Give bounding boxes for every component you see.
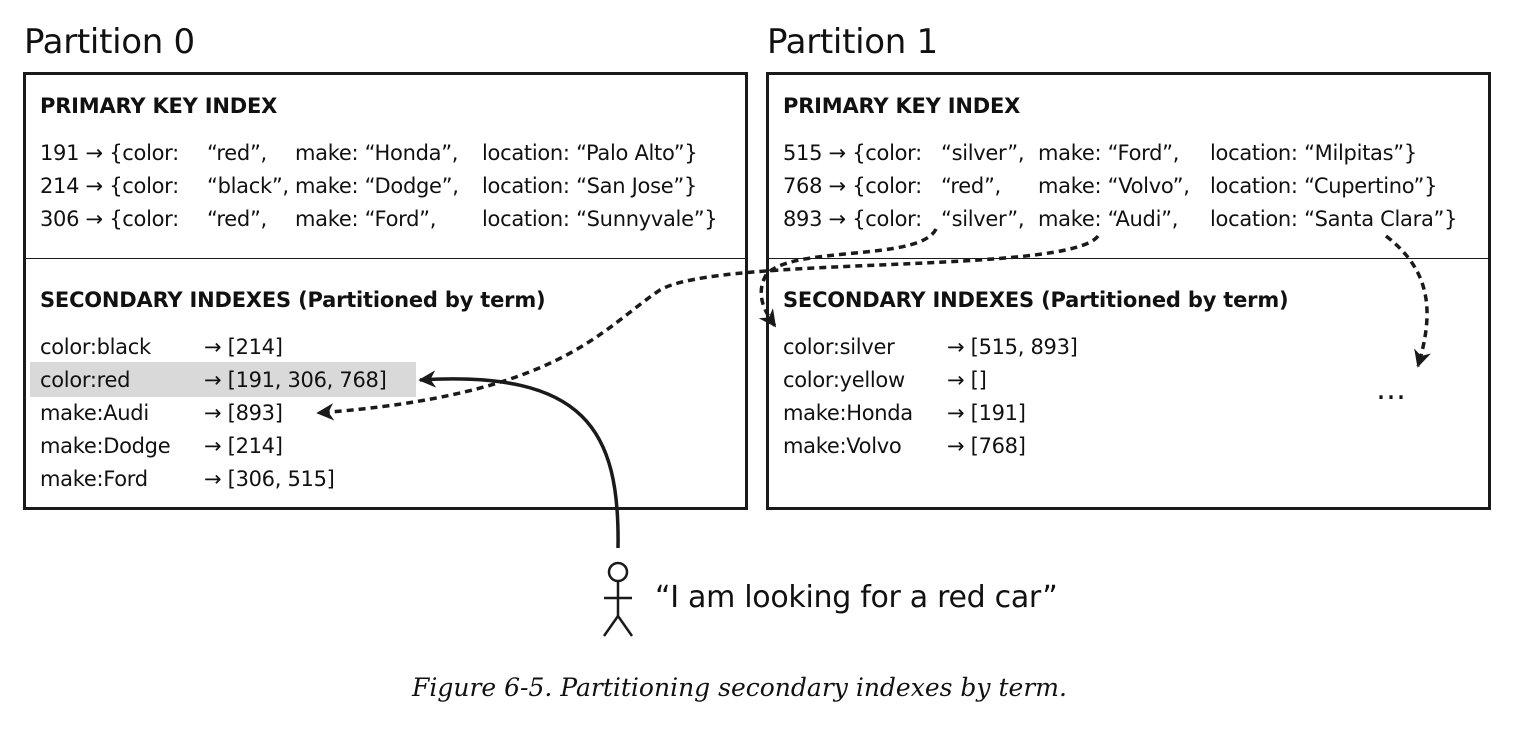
record-make: make: “Audi”, [1038,207,1179,231]
record-color: “red”, [207,207,267,231]
record-color: “red”, [941,174,1001,198]
index-term: make:Audi [40,401,149,425]
record-color: “black”, [207,174,289,198]
partition-1-title: Partition 1 [767,22,938,62]
record-key: 191 → {color: [40,141,179,165]
dashed-arrow-color-silver [758,228,938,328]
record-key: 515 → {color: [783,141,922,165]
record-make: make: “Dodge”, [295,174,459,198]
record-make: make: “Ford”, [295,207,437,231]
dashed-arrow-location [1384,234,1431,368]
partition-1-box [766,72,1491,510]
index-postings: → [515, 893] [947,335,1078,359]
highlight-color-red [30,362,416,397]
index-term: make:Volvo [783,434,902,458]
record-key: 214 → {color: [40,174,179,198]
index-postings: → [214] [204,434,283,458]
index-term: make:Dodge [40,434,171,458]
record-location: location: “Palo Alto”} [482,141,698,165]
partition-1-secondary-heading: SECONDARY INDEXES (Partitioned by term) [783,288,1289,312]
partition-0-divider [24,258,746,259]
index-postings: → [191] [947,401,1026,425]
dashed-arrow-make-audi [316,234,1100,421]
index-term: color:silver [783,335,895,359]
user-quote: “I am looking for a red car” [655,580,1058,615]
record-color: “red”, [207,141,267,165]
partition-0-box [23,72,748,510]
record-make: make: “Volvo”, [1038,174,1190,198]
partition-0-title: Partition 0 [24,22,195,62]
index-postings: → [306, 515] [204,467,335,491]
partition-1-primary-heading: PRIMARY KEY INDEX [783,94,1021,118]
record-location: location: “Cupertino”} [1210,174,1438,198]
record-key: 306 → {color: [40,207,179,231]
figure-caption: Figure 6-5. Partitioning secondary index… [412,673,1067,702]
index-term: color:black [40,335,151,359]
record-key: 768 → {color: [783,174,922,198]
record-location: location: “Santa Clara”} [1210,207,1458,231]
query-arrow [418,370,620,549]
index-term: make:Honda [783,401,913,425]
partition-0-secondary-heading: SECONDARY INDEXES (Partitioned by term) [40,288,546,312]
index-postings: → [893] [204,401,283,425]
record-location: location: “Milpitas”} [1210,141,1417,165]
record-color: “silver”, [941,141,1025,165]
record-make: make: “Honda”, [295,141,459,165]
index-postings: → [] [947,368,987,392]
more-entries-ellipsis: … [1376,372,1410,407]
stick-figure-icon [602,561,634,637]
record-location: location: “San Jose”} [482,174,697,198]
partition-1-divider [767,258,1489,259]
index-postings: → [214] [204,335,283,359]
partition-0-primary-heading: PRIMARY KEY INDEX [40,94,278,118]
index-term: color:yellow [783,368,905,392]
record-make: make: “Ford”, [1038,141,1180,165]
record-location: location: “Sunnyvale”} [482,207,718,231]
index-term: color:red [40,368,131,392]
record-key: 893 → {color: [783,207,922,231]
index-term: make:Ford [40,467,148,491]
index-postings: → [191, 306, 768] [204,368,387,392]
index-postings: → [768] [947,434,1026,458]
record-color: “silver”, [941,207,1025,231]
